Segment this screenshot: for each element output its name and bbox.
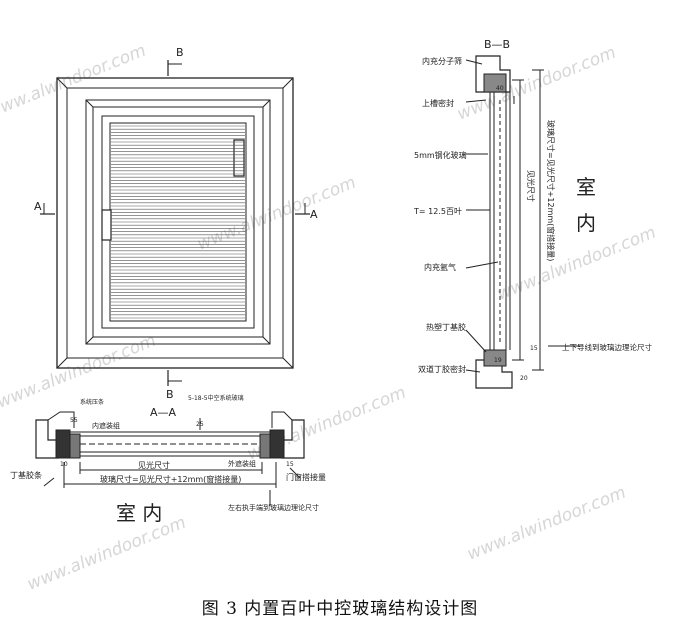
dim-19: 19 [494, 357, 502, 364]
section-mark-b-top: B [176, 46, 184, 59]
label-vertical-sight: 见光尺寸 [526, 170, 536, 202]
section-bb-drawing [465, 55, 580, 389]
dim-25: 25 [196, 421, 204, 428]
dim-15: 15 [286, 461, 294, 468]
watermark-layer: www.alwindoor.com www.alwindoor.com www.… [0, 41, 659, 595]
section-mark-a-left: A [34, 200, 42, 213]
label-outer-louver: 外遮装组 [228, 459, 256, 468]
section-aa-glass-spec: 5-18-5中空系统玻璃 [188, 394, 244, 402]
dim-20: 20 [520, 375, 528, 382]
section-bb-title: B—B [484, 38, 510, 51]
label-bottom-guide: 上下导线到玻璃边理论尺寸 [562, 342, 652, 352]
label-sight-size: 见光尺寸 [138, 460, 170, 470]
label-profile-pressure: 系统压条 [80, 398, 104, 406]
watermark-text: www.alwindoor.com [454, 43, 618, 125]
figure-caption: 图 3 内置百叶中控玻璃结构设计图 [201, 599, 479, 619]
label-t-blind: T= 12.5百叶 [413, 207, 462, 216]
window-elevation [40, 60, 310, 386]
section-aa-title: A—A [150, 406, 177, 419]
dim-40: 40 [496, 85, 504, 92]
section-aa-drawing [35, 411, 305, 506]
label-top-seal: 上槽密封 [422, 98, 454, 108]
label-spacer: 内充分子筛 [422, 56, 462, 66]
watermark-text: www.alwindoor.com [24, 513, 188, 595]
dim-55: 55 [70, 417, 78, 424]
watermark-text: www.alwindoor.com [0, 41, 149, 123]
watermark-text: www.alwindoor.com [194, 173, 358, 255]
label-dual-seal: 双道丁胶密封 [418, 364, 466, 374]
watermark-text: www.alwindoor.com [464, 483, 628, 565]
label-door-overlap: 门窗搭接量 [286, 472, 326, 482]
section-mark-b-bottom: B [166, 388, 174, 401]
dim-10: 10 [60, 461, 68, 468]
label-butyl: 热塑丁基胶 [426, 322, 466, 332]
label-inner-louver: 内遮装组 [92, 421, 120, 430]
label-vertical-glass: 玻璃尺寸=见光尺寸+12mm(窗搭接量) [546, 120, 556, 261]
label-seal-strip: 丁基胶条 [10, 470, 42, 480]
label-glass-size: 玻璃尺寸=见光尺寸+12mm(窗搭接量) [100, 474, 241, 484]
room-label-bb-2: 内 [576, 211, 596, 235]
label-tempered-glass: 5mm钢化玻璃 [414, 150, 467, 160]
label-inert-gas: 内充氩气 [424, 262, 456, 272]
dim-15-bb: 15 [530, 345, 538, 352]
label-lr-size: 左右执手端到玻璃边理论尺寸 [228, 503, 319, 512]
section-mark-a-right: A [310, 208, 318, 221]
blind-slats [111, 125, 245, 319]
room-label-bb-1: 室 [576, 175, 596, 199]
room-label-aa: 室 内 [116, 501, 162, 525]
